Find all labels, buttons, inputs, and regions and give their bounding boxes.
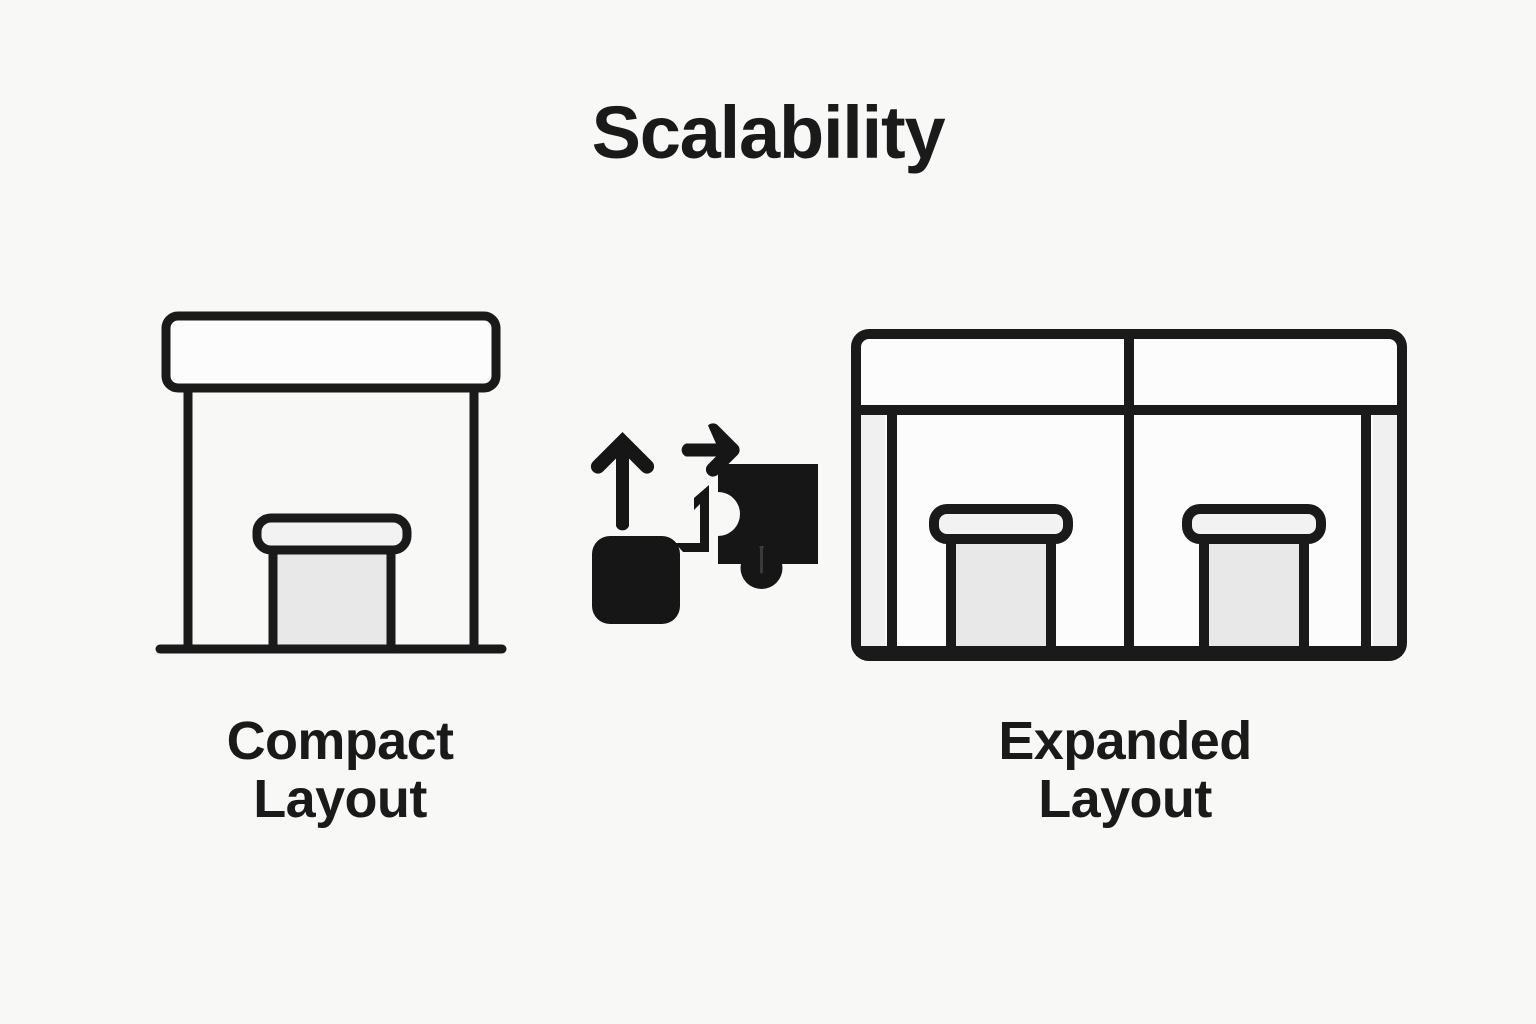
panel-label-compact: Compact Layout xyxy=(226,711,454,830)
right-side-panel xyxy=(1373,410,1397,651)
scale-expand-icon xyxy=(590,423,818,624)
arrow-up-icon xyxy=(590,432,655,531)
awning-band xyxy=(161,311,501,393)
door-body-unit-2 xyxy=(1199,528,1309,656)
door-awning-bar-unit-1 xyxy=(929,504,1073,544)
storefront-single-unit-icon xyxy=(155,311,507,654)
left-side-panel xyxy=(861,410,885,651)
door-body-unit-1 xyxy=(946,528,1056,656)
panel-label-expanded: Expanded Layout xyxy=(998,711,1252,830)
door-awning-bar-unit-2 xyxy=(1182,504,1326,544)
door-body xyxy=(268,541,396,654)
arrow-right-icon xyxy=(681,423,740,477)
door-awning-bar xyxy=(252,513,412,555)
storefront-double-unit-icon xyxy=(851,329,1407,661)
connector-arrow-icon xyxy=(675,485,709,552)
page-title: Scalability xyxy=(591,91,946,174)
rounded-block-icon xyxy=(592,536,680,624)
puzzle-piece-icon xyxy=(718,464,818,564)
